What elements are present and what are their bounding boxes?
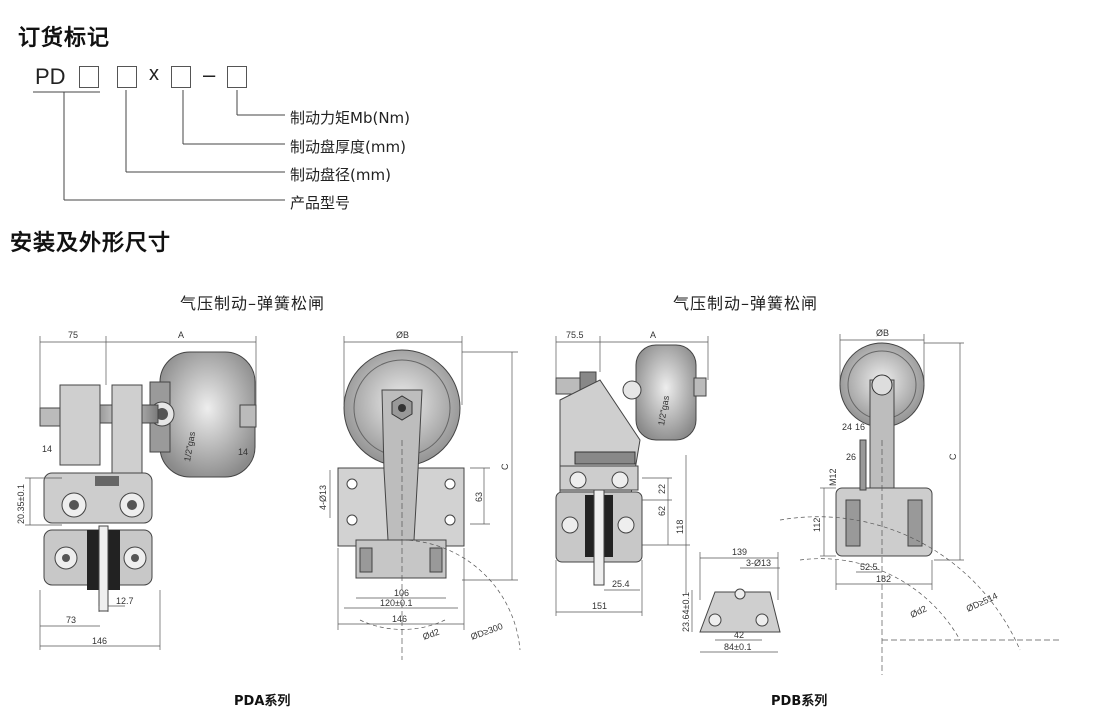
dim-106: 106 <box>394 588 409 598</box>
dim-od-300: ØD≥300 <box>469 621 504 642</box>
pdb-front-dimensions <box>779 334 1060 675</box>
dim-od2-pdb: Ød2 <box>909 604 929 620</box>
dim-ob-pda: ØB <box>396 330 409 340</box>
dim-26: 26 <box>846 452 856 462</box>
pda-side-dimensions <box>25 336 257 650</box>
order-code-times: x <box>149 63 159 85</box>
pdb-front-view <box>835 342 933 557</box>
pda-caption: PDA系列 <box>234 694 291 709</box>
pda-side-view <box>39 351 257 612</box>
dim-146-side: 146 <box>92 636 107 646</box>
dim-a-pdb: A <box>650 330 656 340</box>
code-box-torque <box>227 66 247 88</box>
dim-62: 62 <box>657 506 667 516</box>
install-title: 安装及外形尺寸 <box>10 231 172 256</box>
dim-22: 22 <box>657 484 667 494</box>
dim-151: 151 <box>592 601 607 611</box>
pdb-caption: PDB系列 <box>771 694 828 709</box>
dim-139: 139 <box>732 547 747 557</box>
dim-4-13: 4-Ø13 <box>318 485 328 510</box>
pdb-bracket-view <box>699 588 781 633</box>
dim-112: 112 <box>812 518 822 532</box>
pdb-bracket-dim-labels: 139 3-Ø13 23.64±0.1 42 84±0.1 <box>681 547 771 652</box>
legend-torque: 制动力矩Mb(Nm) <box>290 109 411 127</box>
dim-118: 118 <box>675 520 685 534</box>
pdb-side-dimensions <box>555 336 709 616</box>
pdb-side-view <box>555 344 707 586</box>
dim-12-7: 12.7 <box>116 596 134 606</box>
dim-120: 120±0.1 <box>380 598 412 608</box>
dim-c-pdb: C <box>948 453 958 460</box>
dim-od2-pda: Ød2 <box>421 627 440 642</box>
dim-182: 182 <box>876 574 891 584</box>
pdb-subtitle: 气压制动–弹簧松闸 <box>673 294 819 313</box>
code-box-disc-thickness <box>171 66 191 88</box>
code-box-disc-diameter <box>117 66 137 88</box>
dim-ob-pdb: ØB <box>876 328 889 338</box>
dim-16: 16 <box>855 422 865 432</box>
order-code-prefix: PD <box>35 64 66 89</box>
pdb-bracket-dimensions <box>691 552 780 653</box>
dim-14-right: 14 <box>238 447 248 457</box>
dim-52-5: 52.5 <box>860 562 878 572</box>
dim-63: 63 <box>474 492 484 502</box>
legend-product-model: 产品型号 <box>290 194 351 212</box>
dim-a: A <box>178 330 184 340</box>
dim-3-13: 3-Ø13 <box>746 558 771 568</box>
pda-front-view <box>337 349 465 579</box>
dim-23-64: 23.64±0.1 <box>681 592 691 632</box>
dim-42: 42 <box>734 630 744 640</box>
pda-front-dimensions <box>329 336 521 660</box>
dim-14-left: 14 <box>42 444 52 454</box>
dim-m12: M12 <box>828 468 838 486</box>
legend-disc-thickness: 制动盘厚度(mm) <box>290 138 406 156</box>
dim-20-35: 20.35±0.1 <box>16 484 26 524</box>
dim-c-pda: C <box>500 463 510 470</box>
code-box-torque-1 <box>79 66 99 88</box>
dim-24: 24 <box>842 422 852 432</box>
dim-25-4: 25.4 <box>612 579 630 589</box>
order-code-dash: – <box>203 62 216 87</box>
dim-84: 84±0.1 <box>724 642 751 652</box>
dim-73: 73 <box>66 615 76 625</box>
dim-od-514: ØD≥514 <box>965 591 1000 614</box>
order-code-title: 订货标记 <box>18 26 111 51</box>
legend-disc-diameter: 制动盘径(mm) <box>290 166 391 184</box>
dim-75: 75 <box>68 330 78 340</box>
dim-146-front: 146 <box>392 614 407 624</box>
order-code-leaders <box>33 90 285 201</box>
pda-subtitle: 气压制动–弹簧松闸 <box>180 294 326 313</box>
dim-75-5: 75.5 <box>566 330 584 340</box>
